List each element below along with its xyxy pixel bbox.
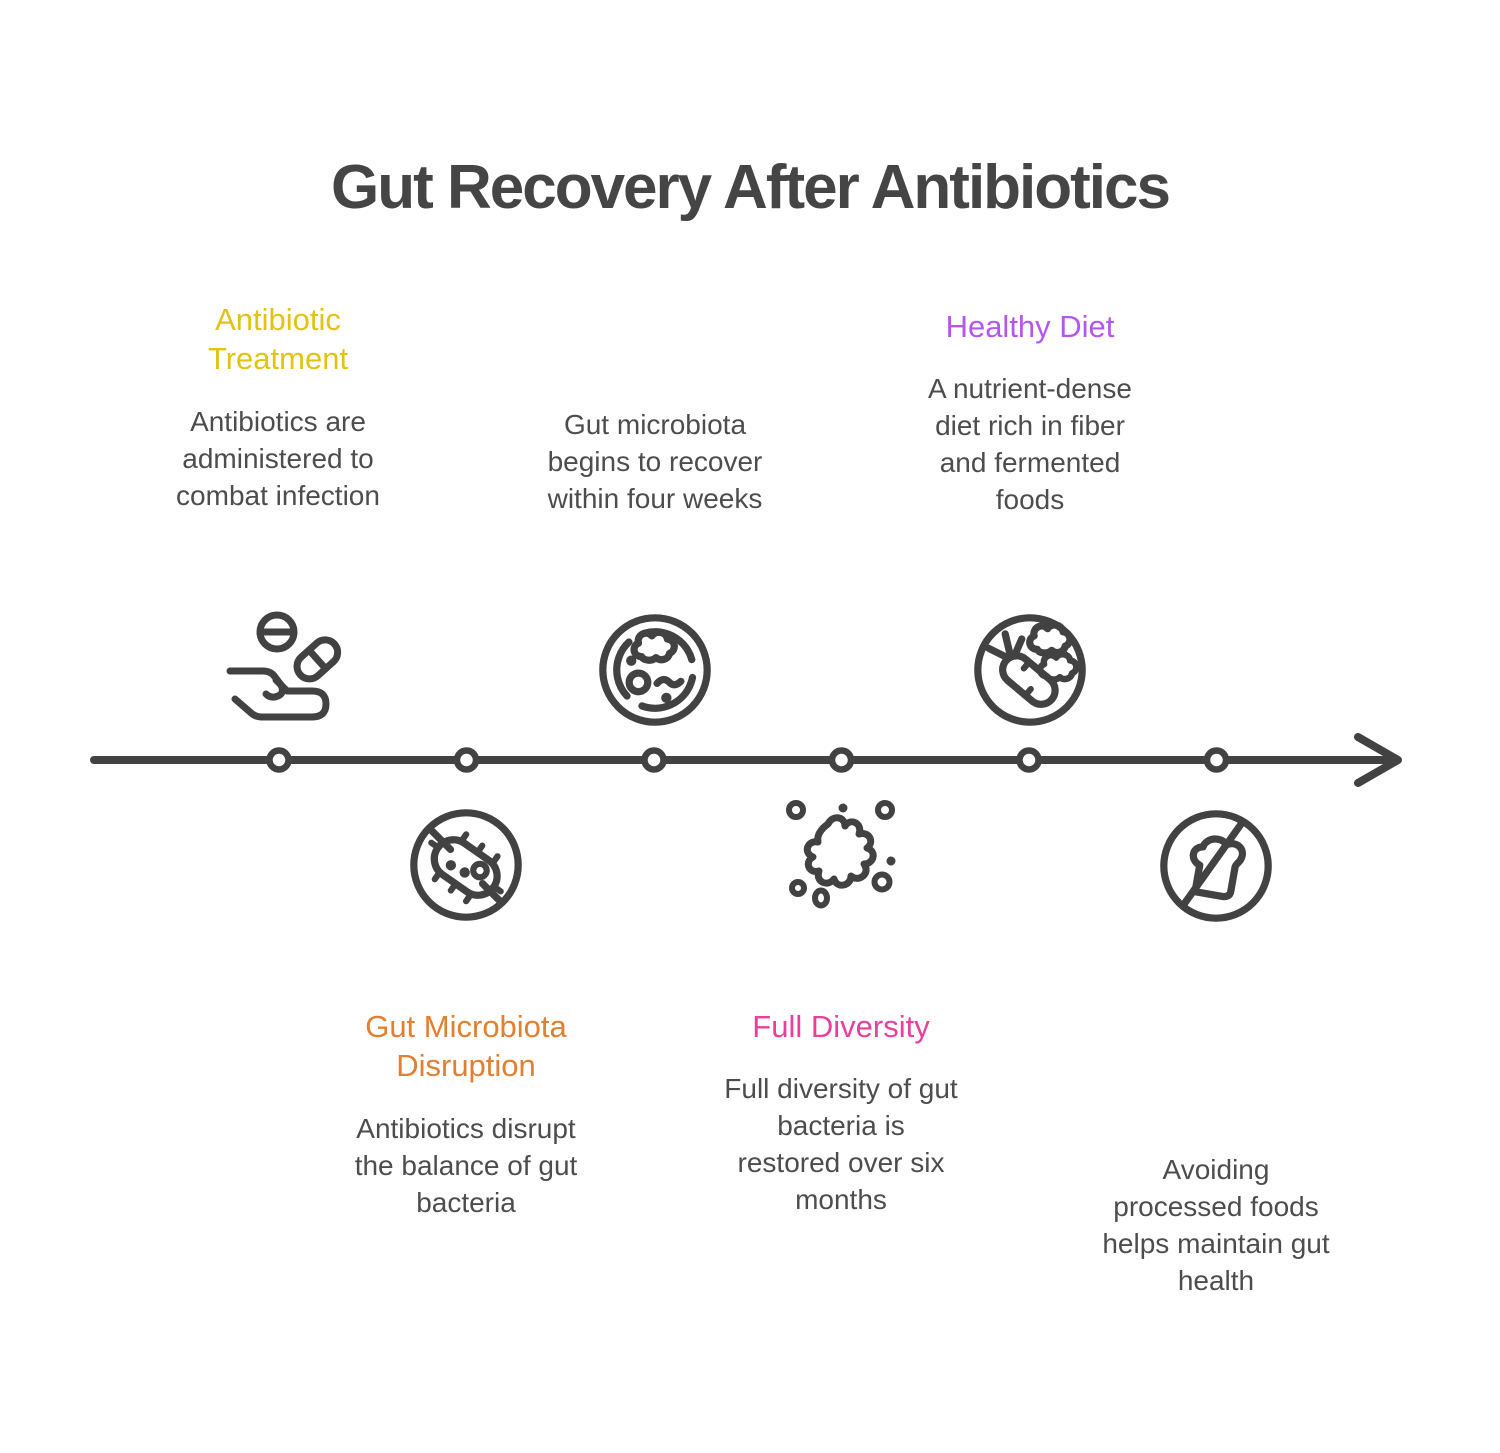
step-body: Antibiotics are administered to combat i… [176, 405, 380, 511]
timeline-node [266, 747, 292, 773]
step-full-diversity: Full Diversity Full diversity of gut bac… [691, 1007, 991, 1219]
petri-dish-icon [593, 608, 717, 732]
timeline-node [641, 747, 667, 773]
step-body: Full diversity of gut bacteria is restor… [724, 1073, 958, 1216]
hand-pills-icon [222, 602, 352, 732]
microbe-splat-icon [778, 798, 908, 928]
step-body: Avoiding processed foods helps maintain … [1102, 1154, 1330, 1296]
timeline-node [453, 747, 480, 773]
step-recovery-begins: Gut microbiota begins to recover within … [510, 407, 800, 518]
step-avoid-processed-foods: Avoiding processed foods helps maintain … [1066, 1152, 1366, 1300]
step-gut-microbiota-disruption: Gut Microbiota Disruption Antibiotics di… [316, 1007, 616, 1222]
arrowhead-icon [1354, 733, 1402, 787]
timeline-node [1203, 747, 1230, 773]
step-body: A nutrient-dense diet rich in fiber and … [928, 373, 1132, 516]
step-heading: Full Diversity [752, 1009, 930, 1044]
step-heading: Healthy Diet [945, 309, 1115, 344]
step-body: Gut microbiota begins to recover within … [547, 409, 763, 514]
step-heading: Antibiotic Treatment [207, 302, 349, 377]
step-antibiotic-treatment: Antibiotic Treatment Antibiotics are adm… [138, 300, 418, 515]
no-bacteria-icon [404, 803, 528, 927]
step-heading: Gut Microbiota Disruption [365, 1009, 567, 1084]
timeline-node [828, 747, 855, 773]
no-bread-icon [1154, 804, 1278, 928]
vegetables-icon [968, 608, 1092, 732]
timeline-arrow [90, 733, 1402, 787]
page-title: Gut Recovery After Antibiotics [330, 153, 1171, 222]
step-healthy-diet: Healthy Diet A nutrient-dense diet rich … [895, 307, 1165, 519]
step-body: Antibiotics disrupt the balance of gut b… [354, 1112, 578, 1218]
timeline [0, 733, 1500, 789]
timeline-node [1016, 747, 1042, 773]
